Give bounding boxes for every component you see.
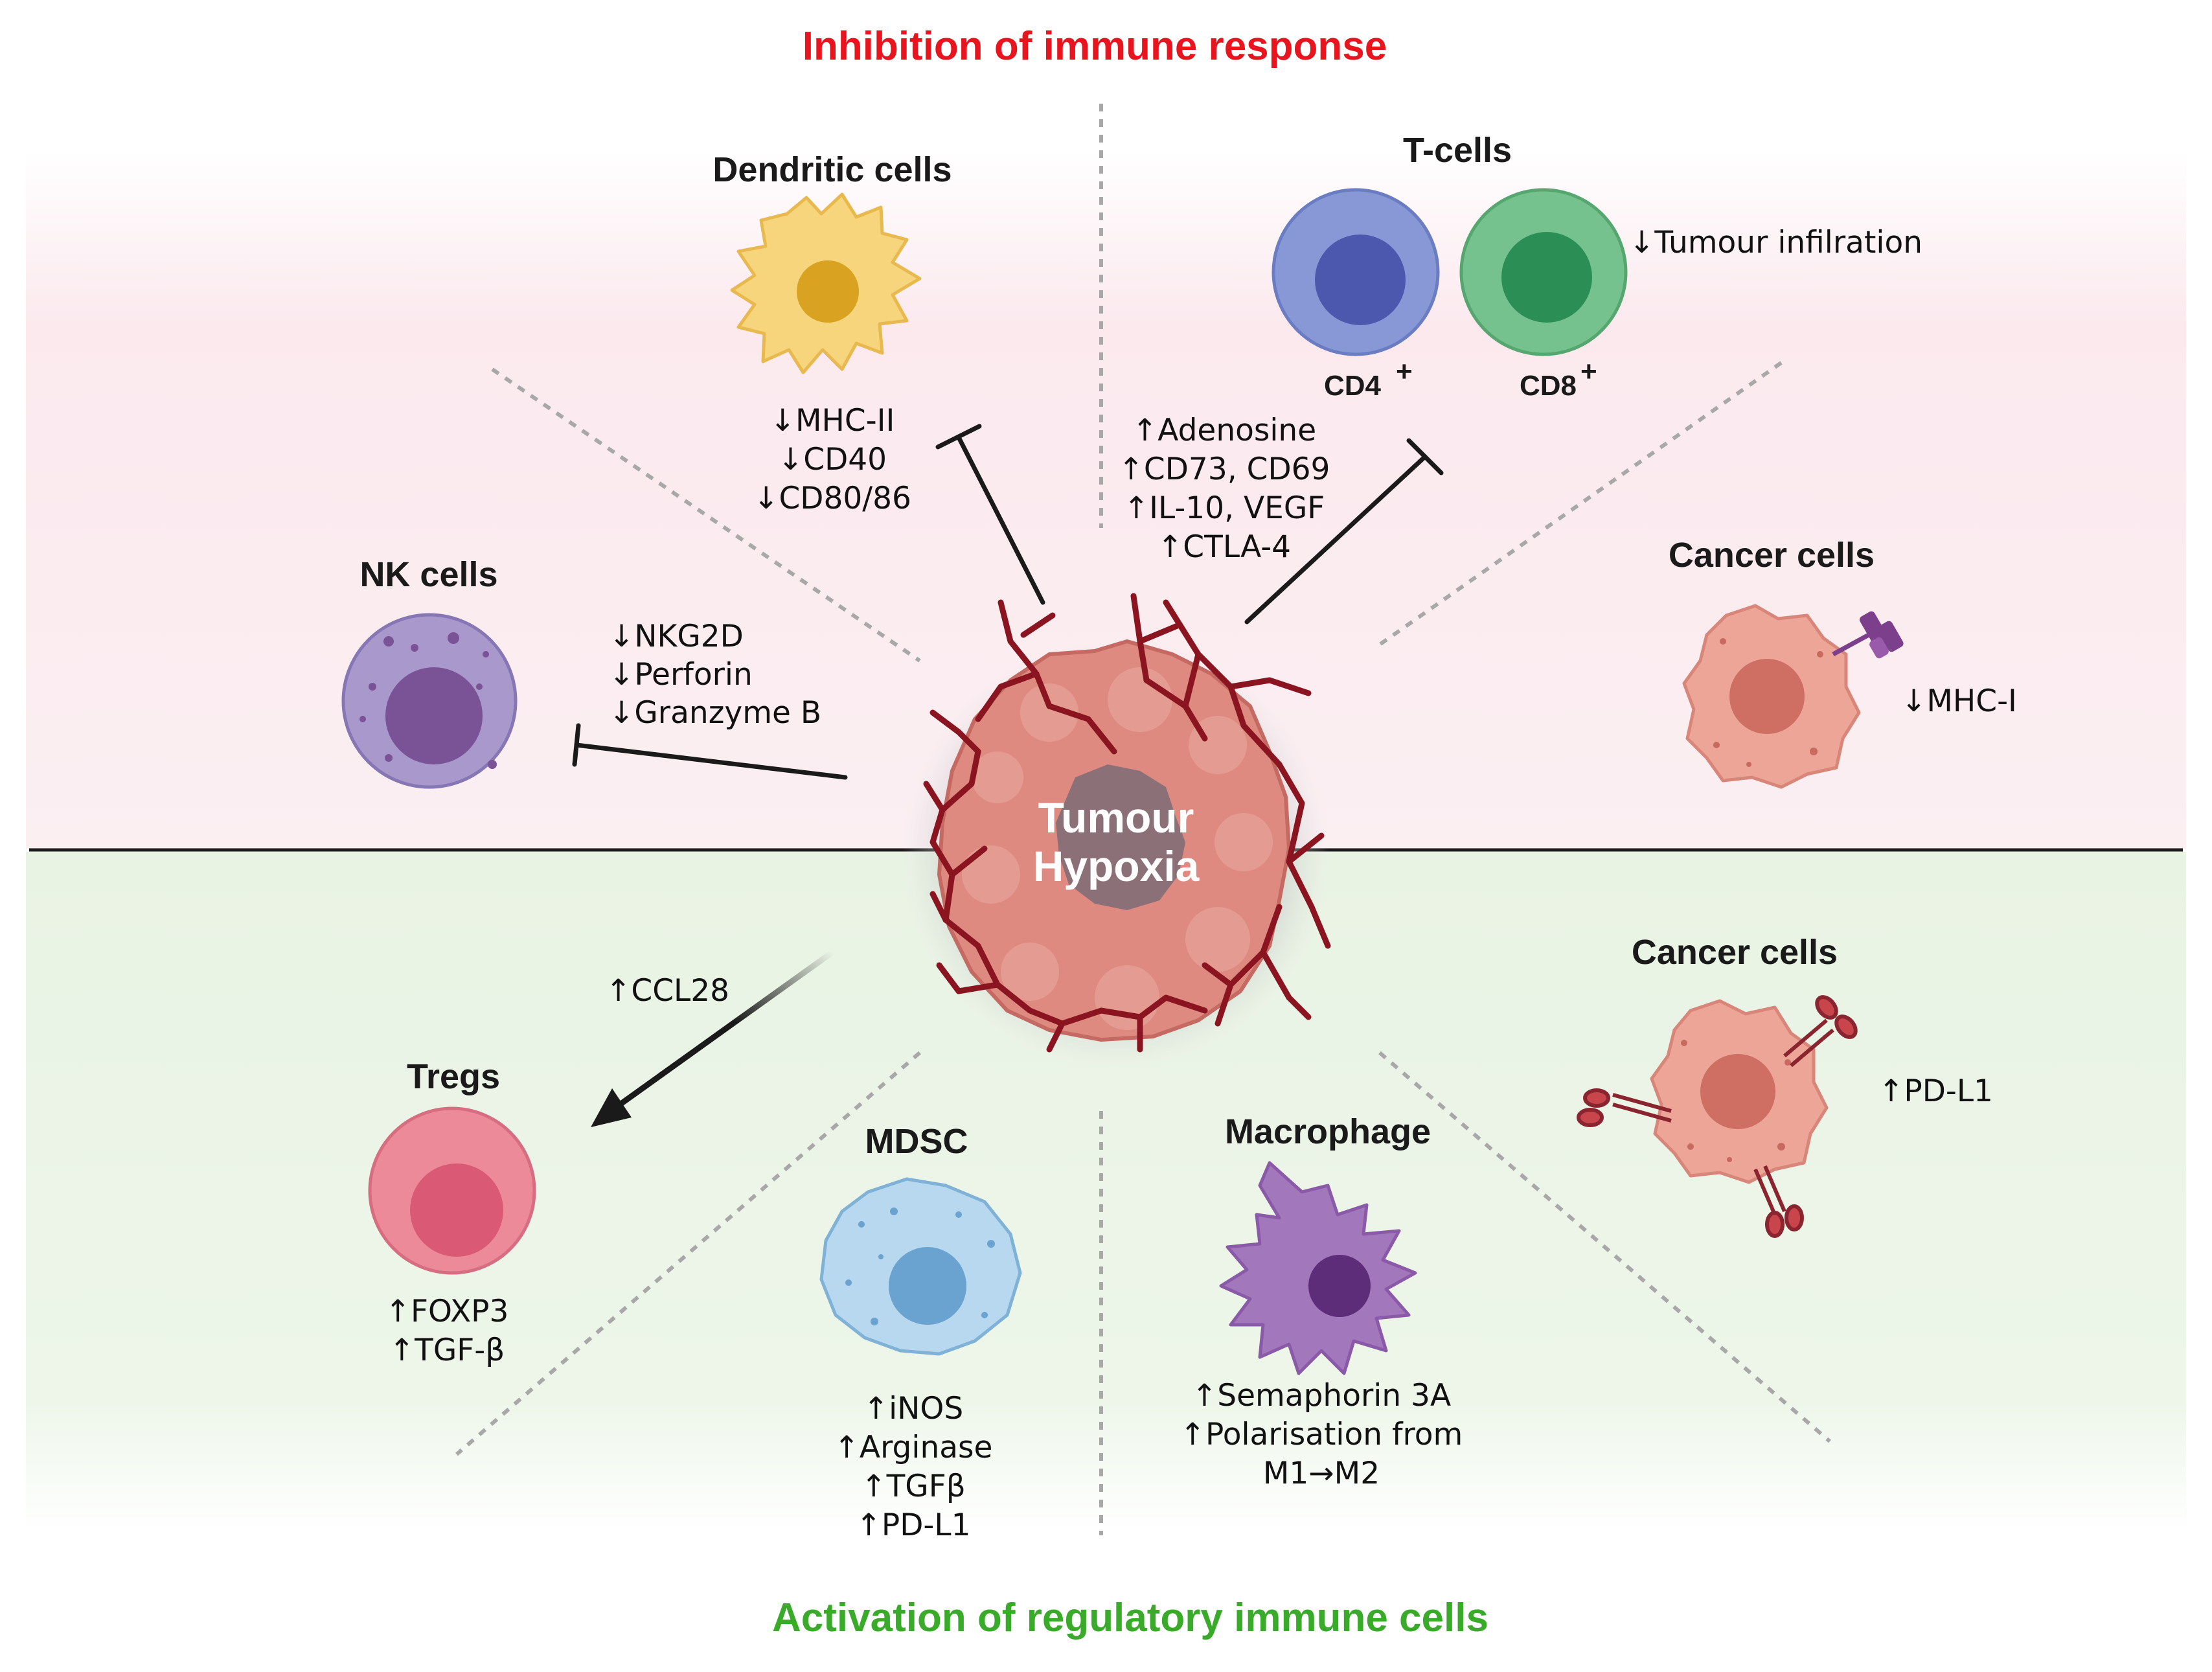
top-title: Inhibition of immune response <box>803 24 1387 69</box>
cd4-tcell-icon <box>1271 188 1440 356</box>
tcells-title: T-cells <box>1403 131 1512 170</box>
macrophage-icon <box>1219 1161 1417 1375</box>
macrophage-effect-polarisation: ↑Polarisation from <box>1180 1417 1463 1452</box>
nk-cell-icon <box>341 613 518 789</box>
macrophage-effect-m1m2: M1→M2 <box>1263 1456 1380 1491</box>
activation-arrow-icon <box>591 949 836 1127</box>
cd8-sup: + <box>1580 356 1597 387</box>
tcells-infiltration: ↓Tumour infilration <box>1629 225 1922 260</box>
cancer-top-title: Cancer cells <box>1669 536 1875 575</box>
tumour-label-line1: Tumour <box>1038 794 1194 842</box>
macrophage-effect-semaphorin: ↑Semaphorin 3A <box>1192 1378 1451 1414</box>
mdsc-cell-icon <box>819 1177 1022 1356</box>
tumour-vessels <box>923 593 1331 1053</box>
mdsc-effect-pdl1: ↑PD-L1 <box>856 1507 971 1543</box>
mdsc-title: MDSC <box>865 1122 968 1161</box>
macrophage-effects: ↑Semaphorin 3A ↑Polarisation from M1→M2 <box>1180 1378 1463 1491</box>
dendritic-cell-icon <box>730 192 922 374</box>
inhibition-arrow-icon <box>1244 438 1444 624</box>
mdsc-effect-arginase: ↑Arginase <box>834 1430 993 1465</box>
tcells-effect-il10: ↑IL-10, VEGF <box>1124 490 1325 526</box>
macrophage-title: Macrophage <box>1225 1112 1431 1151</box>
nk-effects: ↓NKG2D ↓Perforin ↓Granzyme B <box>609 619 821 731</box>
inhibition-arrow-icon <box>572 723 848 780</box>
dendritic-effect-cd40: ↓CD40 <box>778 442 887 477</box>
tcells-effect-adenosine: ↑Adenosine <box>1132 413 1316 448</box>
cd4-label: CD4 <box>1324 370 1382 402</box>
tumour-icon <box>902 639 1330 1069</box>
tcells-effect-cd73: ↑CD73, CD69 <box>1119 452 1330 487</box>
tregs-title: Tregs <box>407 1057 500 1096</box>
tregs-effect-foxp3: ↑FOXP3 <box>385 1294 509 1329</box>
tumour-label-line2: Hypoxia <box>1033 842 1200 890</box>
cancer-cell-icon <box>1650 999 1829 1184</box>
cancer-bottom-title: Cancer cells <box>1632 933 1838 972</box>
mdsc-effect-tgfb: ↑TGFβ <box>861 1469 966 1504</box>
ccl28-label: ↑CCL28 <box>606 973 729 1009</box>
cancer-cell-icon <box>1682 604 1861 789</box>
cd4-sup: + <box>1396 356 1413 387</box>
nk-effect-granzyme: ↓Granzyme B <box>609 695 821 731</box>
cd8-label: CD8 <box>1520 370 1577 402</box>
dendritic-effect-cd80: ↓CD80/86 <box>753 481 911 516</box>
dendritic-title: Dendritic cells <box>713 150 952 189</box>
mdsc-effect-inos: ↑iNOS <box>863 1391 963 1426</box>
mhc-i-receptor-icon <box>1832 611 1904 659</box>
tregs-effect-tgfb: ↑TGF-β <box>389 1333 505 1368</box>
inhibition-arrow-icon <box>935 424 1045 605</box>
bottom-title: Activation of regulatory immune cells <box>772 1596 1488 1640</box>
nk-effect-nkg2d: ↓NKG2D <box>609 619 744 654</box>
cancer-top-effect: ↓MHC-I <box>1901 683 2017 719</box>
tregs-effects: ↑FOXP3 ↑TGF-β <box>385 1294 509 1368</box>
dendritic-effect-mhcii: ↓MHC-II <box>770 403 895 439</box>
tcells-effects: ↑Adenosine ↑CD73, CD69 ↑IL-10, VEGF ↑CTL… <box>1119 413 1330 565</box>
section-separators <box>455 104 1831 1535</box>
treg-cell-icon <box>368 1106 536 1275</box>
nk-effect-perforin: ↓Perforin <box>609 657 753 693</box>
dendritic-effects: ↓MHC-II ↓CD40 ↓CD80/86 <box>753 403 911 516</box>
tcells-effect-ctla4: ↑CTLA-4 <box>1157 529 1291 565</box>
cd8-tcell-icon <box>1459 188 1628 356</box>
cancer-bottom-effect: ↑PD-L1 <box>1878 1073 1993 1109</box>
pd-l1-receptor-icon <box>1577 995 1858 1238</box>
mdsc-effects: ↑iNOS ↑Arginase ↑TGFβ ↑PD-L1 <box>834 1391 993 1543</box>
nk-title: NK cells <box>359 555 497 594</box>
